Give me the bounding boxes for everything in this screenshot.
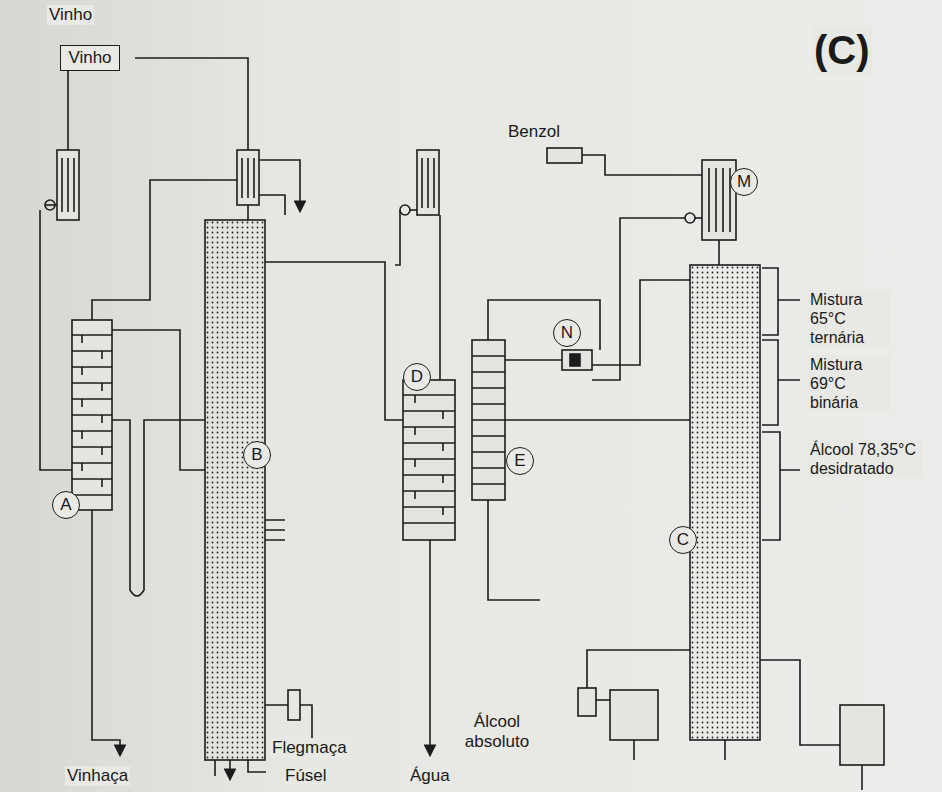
- callout-letter: M: [737, 173, 751, 191]
- stream-label: Vinho: [47, 5, 94, 25]
- mixture-label: Mistura 65°C ternária: [808, 290, 890, 347]
- callout-letter: E: [506, 447, 534, 475]
- product-label: Álcool 78,35°C desidratado: [808, 440, 922, 478]
- product-label: Água: [408, 766, 452, 786]
- callout-letter: N: [561, 324, 573, 342]
- callout-letter: C: [677, 531, 689, 549]
- mixture-label: Mistura 69°C binária: [808, 355, 890, 412]
- product-label: Vinhaça: [65, 766, 130, 786]
- stream-label: Benzol: [506, 122, 562, 142]
- callout-letter: N: [553, 319, 581, 347]
- callout-letter: A: [60, 496, 71, 514]
- callout-letter: M: [730, 168, 758, 196]
- callout-letter: E: [514, 452, 525, 470]
- callout-letter: C: [669, 526, 697, 554]
- callout-letter: D: [411, 368, 423, 386]
- callout-letter: B: [243, 441, 271, 469]
- product-label: Fúsel: [283, 766, 329, 786]
- callout-letter: A: [52, 491, 80, 519]
- callout-letter: D: [403, 363, 431, 391]
- tank-box: Vinho: [60, 45, 120, 71]
- product-label: Álcool absoluto: [440, 712, 554, 752]
- callout-letter: B: [251, 446, 262, 464]
- product-label: Flegmaça: [270, 738, 349, 758]
- figure-label: (C): [812, 26, 872, 74]
- tank-label: Vinho: [68, 49, 111, 67]
